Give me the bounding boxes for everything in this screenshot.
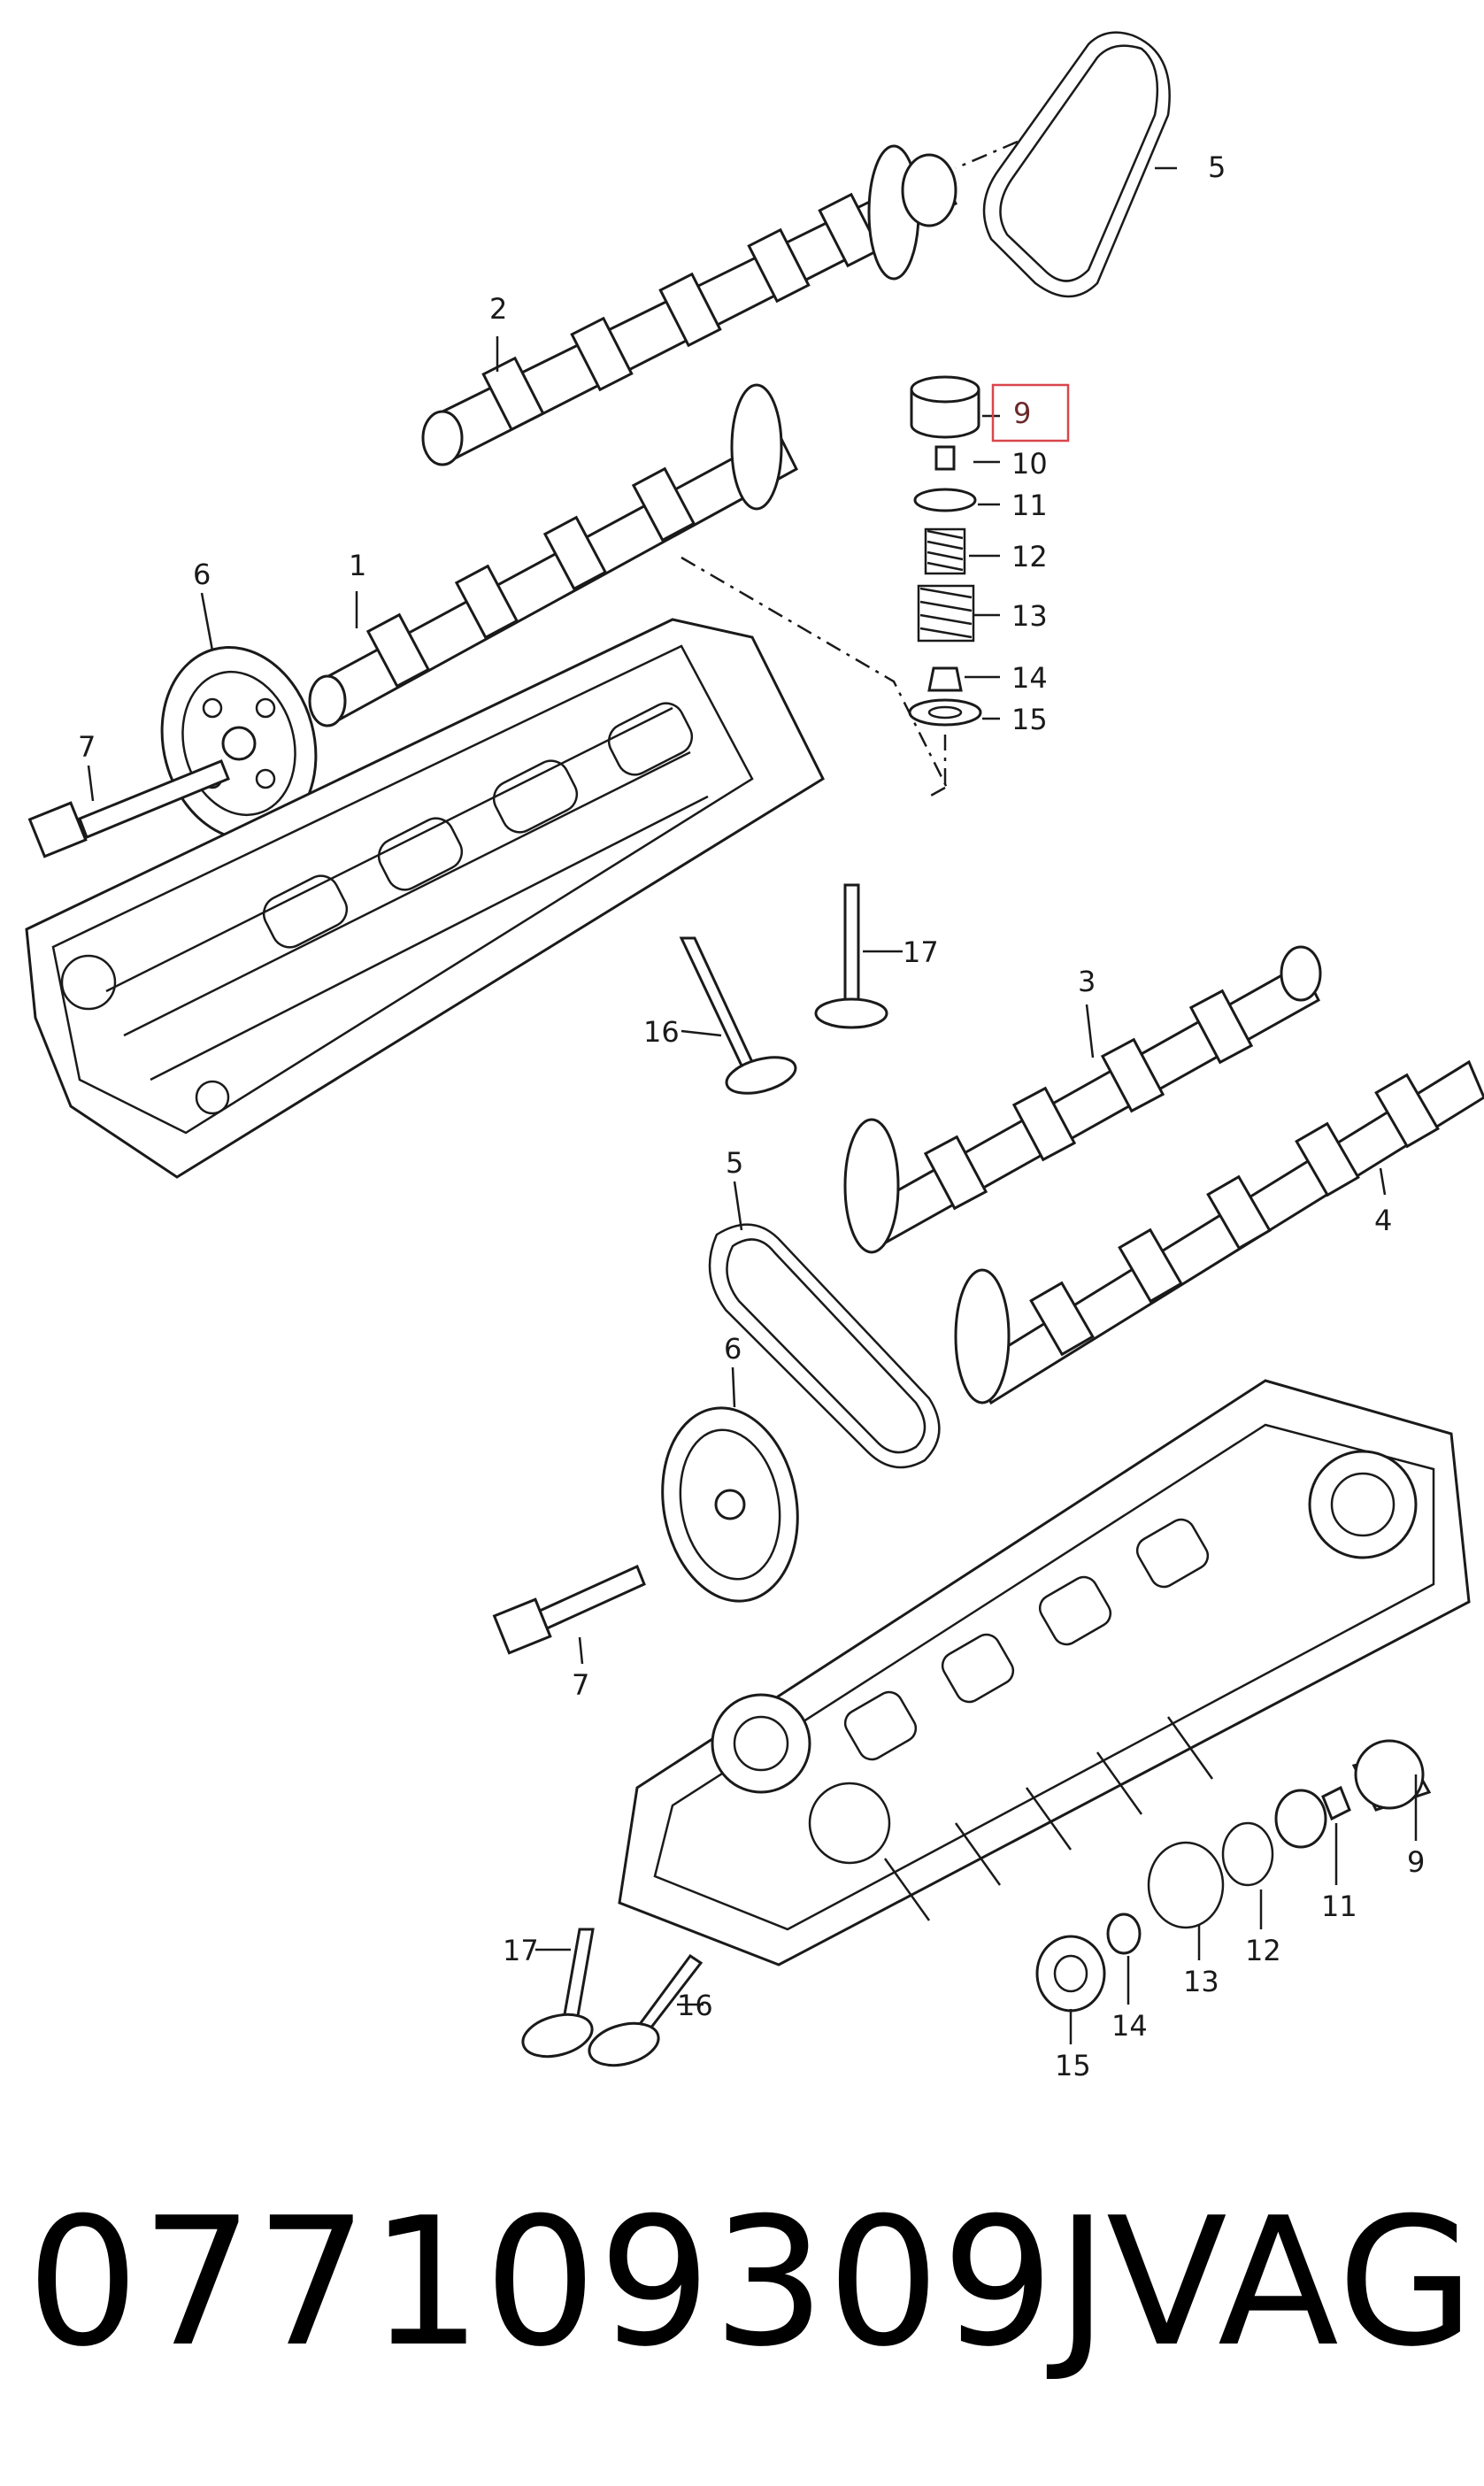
footer-caption: 077109309J VAG <box>27 2177 1474 2390</box>
bolt-upper-left <box>27 759 230 858</box>
callout-5-lower: 5 <box>726 1146 743 1180</box>
assembly-line-upper <box>680 140 1019 789</box>
camshaft-upper <box>421 144 958 466</box>
part-number: 077109309J <box>27 2180 1111 2386</box>
timing-chain-lower <box>708 1223 941 1469</box>
callout-6-upper: 6 <box>193 558 211 591</box>
callout-7-lower: 7 <box>572 1668 589 1702</box>
valve-17-upper <box>814 883 888 1029</box>
callout-13-lower: 13 <box>1183 1965 1219 1998</box>
valve-assembly-lower <box>1035 1739 1432 2013</box>
callout-14-upper: 14 <box>1011 661 1048 695</box>
callout-11-lower: 11 <box>1321 1890 1357 1923</box>
callout-6-lower: 6 <box>724 1332 742 1366</box>
callout-3: 3 <box>1078 965 1096 998</box>
camshaft-3 <box>843 945 1322 1254</box>
callouts: 2 1 5 6 7 9 10 11 12 13 14 15 17 16 3 4 … <box>78 150 1425 2082</box>
callout-17-upper: 17 <box>903 935 939 969</box>
valve-assembly-upper <box>908 375 982 798</box>
callout-12-lower: 12 <box>1245 1934 1281 1967</box>
callout-16-upper: 16 <box>643 1015 680 1049</box>
callout-1: 1 <box>349 549 366 582</box>
callout-7-upper: 7 <box>78 730 96 764</box>
valve-16-lower <box>588 1953 704 2067</box>
callout-14-lower: 14 <box>1111 2009 1148 2043</box>
callout-15-upper: 15 <box>1011 703 1048 736</box>
callout-9-highlight <box>991 383 1070 443</box>
bolt-lower <box>492 1564 646 1655</box>
camshaft-4 <box>954 1059 1484 1405</box>
valve-17-lower <box>521 1928 595 2059</box>
callout-17-lower: 17 <box>503 1934 539 1967</box>
callout-16-lower: 16 <box>677 1989 713 2022</box>
callout-2: 2 <box>489 292 507 326</box>
callout-9-lower: 9 <box>1407 1845 1425 1879</box>
cylinder-head-upper <box>25 618 825 1179</box>
sprocket-lower <box>661 1406 799 1603</box>
callout-15-lower: 15 <box>1055 2049 1091 2082</box>
callout-5-upper: 5 <box>1208 150 1226 184</box>
brand-name: VAG <box>1106 2180 1477 2386</box>
callout-12-upper: 12 <box>1011 540 1048 573</box>
callout-9-upper: 9 <box>1013 396 1031 430</box>
callout-13-upper: 13 <box>1011 599 1048 633</box>
callout-11-upper: 11 <box>1011 489 1048 522</box>
timing-chain-upper <box>982 31 1171 298</box>
callout-4: 4 <box>1374 1204 1392 1237</box>
camshaft-middle <box>308 383 798 727</box>
leader-lines <box>87 166 1418 2044</box>
valve-16-upper <box>679 936 797 1095</box>
callout-10-upper: 10 <box>1011 447 1048 481</box>
cylinder-head-lower <box>618 1379 1471 1966</box>
